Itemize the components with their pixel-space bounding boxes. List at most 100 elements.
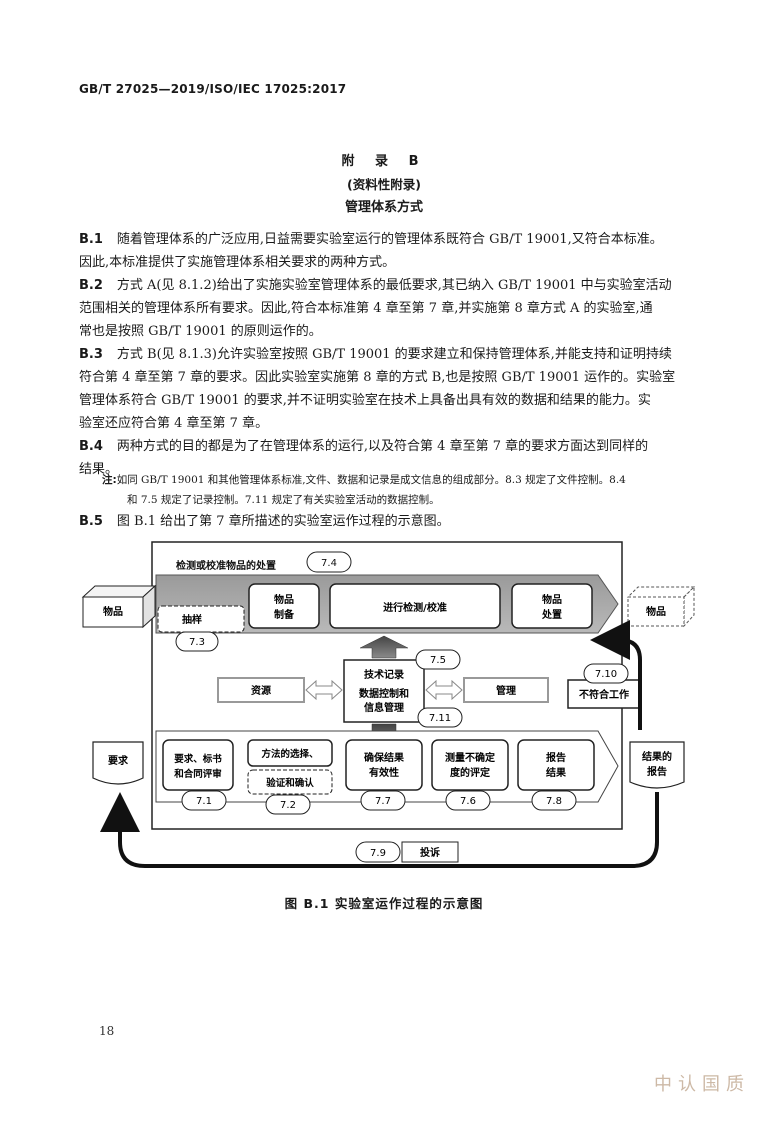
double-arrow-left — [305, 679, 343, 701]
clause-bubble — [355, 841, 401, 863]
management-box[interactable] — [463, 677, 549, 703]
data-control-label: 信息管理 — [364, 701, 404, 714]
item-disposal-label: 处置 — [541, 608, 562, 621]
testing-label: 进行检测/校准 — [383, 601, 447, 614]
paragraph-b2: B.2 方式 A(见 8.1.2)给出了实施实验室管理体系的最低要求,其已纳入 G… — [79, 274, 695, 343]
report-label: 结果 — [546, 766, 567, 779]
requirements-label: 要求 — [108, 754, 129, 767]
clause-number: B.2 — [79, 278, 103, 293]
paragraph-line: 验室还应符合第 4 章至第 7 章。 — [79, 416, 269, 431]
clause-number: B.4 — [79, 439, 103, 454]
double-arrow-right — [425, 679, 463, 701]
note: 注:如同 GB/T 19001 和其他管理体系标准,文件、数据和记录是成文信息的… — [102, 470, 694, 510]
page-number: 18 — [99, 1024, 115, 1038]
appendix-title: 附 录 B — [341, 154, 427, 169]
paragraph-line: 结果。 — [79, 462, 119, 477]
note-label: 注: — [102, 474, 117, 486]
up-arrow — [359, 635, 409, 659]
paragraph-line: 图 B.1 给出了第 7 章所描述的实验室运作过程的示意图。 — [116, 514, 450, 529]
method-label: 验证和确认 — [266, 777, 314, 789]
clause-label: 7.1 — [196, 796, 212, 807]
item-out-label: 物品 — [646, 605, 666, 618]
clause-number: B.5 — [79, 514, 103, 529]
clause-bubble — [445, 790, 491, 811]
clause-bubble — [181, 790, 227, 811]
item-in-box: 物品 — [81, 584, 157, 629]
uncertainty-label: 度的评定 — [450, 766, 490, 779]
report-box[interactable] — [517, 739, 595, 791]
item-in-label: 物品 — [103, 605, 123, 618]
contract-review-label: 和合同评审 — [173, 768, 222, 780]
clause-label: 7.2 — [280, 800, 296, 811]
clause-bubble — [531, 790, 577, 811]
tech-records-box[interactable] — [343, 659, 425, 723]
results-report-label: 结果的 — [642, 750, 672, 763]
contract-review-label: 要求、标书 — [174, 753, 222, 765]
appendix-name: 管理体系方式 — [344, 200, 423, 215]
item-prep-label: 制备 — [274, 608, 295, 621]
clause-label: 7.3 — [189, 637, 205, 648]
clause-label: 7.11 — [429, 713, 451, 724]
appendix-subtitle: (资料性附录) — [347, 177, 421, 192]
watermark: 中认国质 — [654, 1074, 750, 1095]
clause-label: 7.6 — [460, 796, 476, 807]
requirements-doc — [92, 741, 144, 785]
testing-box[interactable] — [329, 583, 501, 629]
paragraph-line: 随着管理体系的广泛应用,日益需要实验室运行的管理体系既符合 GB/T 19001… — [116, 232, 663, 247]
nonconforming-loop-arrow — [590, 620, 642, 730]
clause-bubble — [306, 551, 352, 573]
tech-records-label: 技术记录 — [364, 668, 404, 681]
complaints-box[interactable] — [401, 841, 459, 863]
validity-box[interactable] — [345, 739, 423, 791]
contract-review-box[interactable] — [162, 739, 234, 791]
uncertainty-label: 测量不确定 — [445, 751, 495, 764]
item-prep-label: 物品 — [274, 593, 294, 606]
paragraph-b4: B.4 两种方式的目的都是为了在管理体系的运行,以及符合第 4 章至第 7 章的要… — [79, 435, 695, 481]
method-label: 方法的选择、 — [261, 748, 318, 760]
clause-label: 7.4 — [321, 558, 337, 569]
management-label: 管理 — [496, 684, 516, 697]
paragraph-line: 因此,本标准提供了实施管理体系相关要求的两种方式。 — [79, 255, 396, 270]
clause-bubble — [583, 663, 629, 684]
item-prep-box[interactable] — [248, 583, 320, 629]
clause-number: B.3 — [79, 347, 103, 362]
note-line: 和 7.5 规定了记录控制。7.11 规定了有关实验室活动的数据控制。 — [127, 494, 440, 506]
method-box-top[interactable] — [247, 739, 333, 767]
clause-label: 7.9 — [370, 848, 386, 859]
uncertainty-box[interactable] — [431, 739, 509, 791]
clause-bubble — [265, 794, 311, 815]
results-report-doc — [629, 741, 685, 789]
paragraph-line: 符合第 4 章至第 7 章的要求。因此实验室实施第 8 章的方式 B,也是按照 … — [79, 370, 676, 385]
paragraph-line: 方式 B(见 8.1.3)允许实验室按照 GB/T 19001 的要求建立和保持… — [116, 347, 672, 362]
item-out-box: 物品 — [626, 585, 696, 628]
results-report-label: 报告 — [647, 765, 667, 778]
standard-number: GB/T 27025—2019/ISO/IEC 17025:2017 — [79, 82, 347, 96]
paragraph-b5: B.5 图 B.1 给出了第 7 章所描述的实验室运作过程的示意图。 — [79, 510, 695, 533]
paragraph-b1: B.1 随着管理体系的广泛应用,日益需要实验室运行的管理体系既符合 GB/T 19… — [79, 228, 695, 274]
validity-label: 有效性 — [369, 766, 399, 779]
paragraph-b3: B.3 方式 B(见 8.1.3)允许实验室按照 GB/T 19001 的要求建立… — [79, 343, 695, 435]
clause-bubble — [175, 631, 219, 652]
paragraph-line: 方式 A(见 8.1.2)给出了实施实验室管理体系的最低要求,其已纳入 GB/T… — [116, 278, 672, 293]
complaints-loop-arrow — [100, 792, 659, 868]
validity-label: 确保结果 — [364, 751, 405, 764]
resources-box[interactable] — [217, 677, 305, 703]
clause-label: 7.8 — [546, 796, 562, 807]
clause-bubble — [417, 707, 463, 728]
clause-bubble — [415, 649, 461, 670]
paragraph-line: 常也是按照 GB/T 19001 的原则运作的。 — [79, 324, 322, 339]
method-box-bottom[interactable] — [247, 769, 333, 795]
clause-bubble — [360, 790, 406, 811]
report-label: 报告 — [546, 751, 566, 764]
note-line: 如同 GB/T 19001 和其他管理体系标准,文件、数据和记录是成文信息的组成… — [116, 474, 626, 486]
data-control-label: 数据控制和 — [359, 687, 409, 700]
resources-label: 资源 — [251, 684, 271, 697]
item-disposal-label: 物品 — [542, 593, 562, 606]
top-band-title: 检测或校准物品的处置 — [176, 559, 276, 572]
process-diagram: 检测或校准物品的处置 7.4 物品 物品 抽样 7.3 物品 制备 进行检测/校… — [81, 541, 696, 868]
paragraph-line: 管理体系符合 GB/T 19001 的要求,并不证明实验室在技术上具备出具有效的… — [79, 393, 651, 408]
item-disposal-box[interactable] — [511, 583, 593, 629]
clause-number: B.1 — [79, 232, 103, 247]
paragraph-line: 两种方式的目的都是为了在管理体系的运行,以及符合第 4 章至第 7 章的要求方面… — [116, 439, 649, 454]
clause-label: 7.10 — [595, 669, 617, 680]
